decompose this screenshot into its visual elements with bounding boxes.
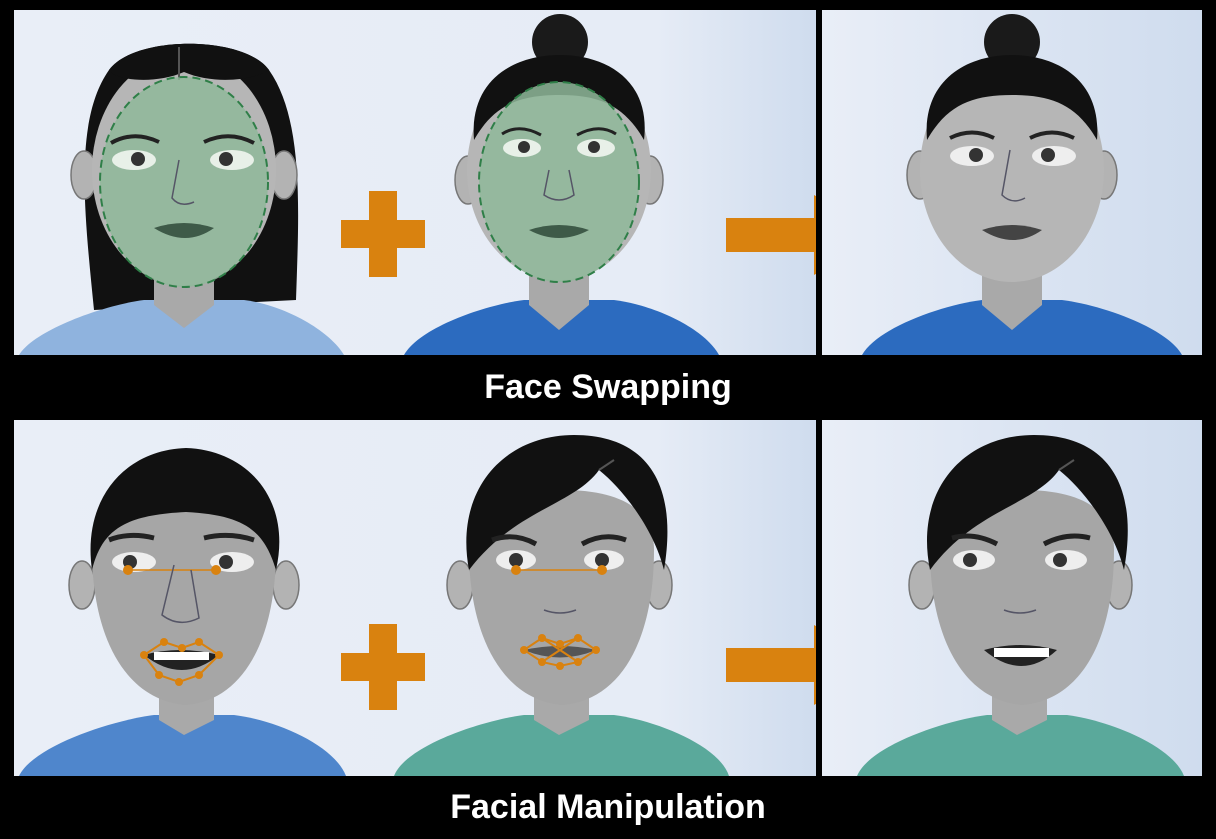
face-swap-source-panel — [14, 10, 816, 355]
face-swapping-caption-bar: Face Swapping — [14, 358, 1202, 416]
facial-manipulation-source-panel — [14, 420, 816, 776]
facial-manipulation-result-panel — [822, 420, 1202, 776]
facial-manipulation-caption-bar: Facial Manipulation — [14, 778, 1202, 836]
facial-manipulation-caption: Facial Manipulation — [450, 788, 765, 827]
face-swapping-caption: Face Swapping — [484, 368, 732, 407]
face-swap-result-panel — [822, 10, 1202, 355]
